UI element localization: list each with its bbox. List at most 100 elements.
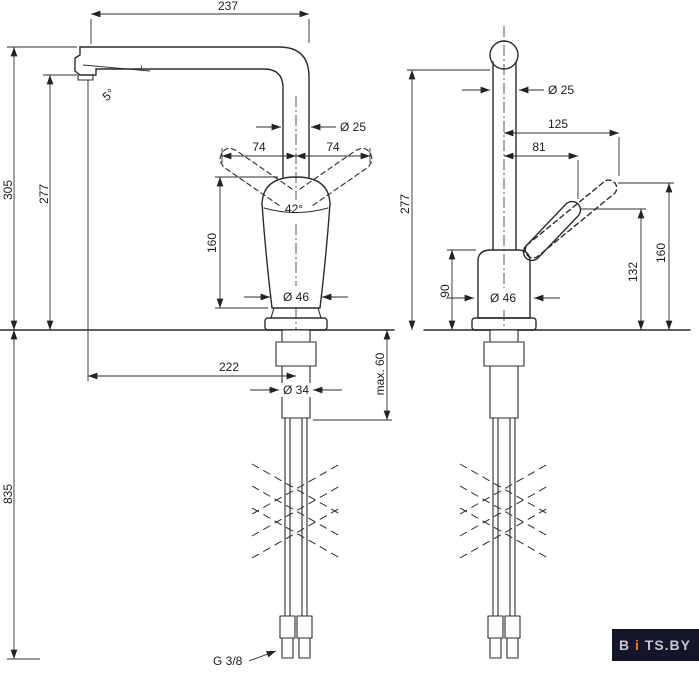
watermark-text: B i TS.BY <box>619 637 691 653</box>
handle-lever-solid <box>522 200 582 262</box>
connector-thread <box>298 637 311 659</box>
braid-line <box>459 507 549 559</box>
dim-label: Ø 46 <box>490 291 516 305</box>
handle-swing-right <box>299 147 373 207</box>
mounting-nut <box>275 341 317 367</box>
braid-line <box>251 485 341 537</box>
braid-line <box>459 463 549 515</box>
hose-braid-front <box>251 463 341 559</box>
dim-label: G 3/8 <box>213 654 243 668</box>
connector-bg <box>490 638 501 658</box>
dim-spout-reach-237: 237 <box>90 0 310 44</box>
watermark-background <box>612 629 699 661</box>
dim-label: Ø 25 <box>340 120 366 134</box>
dim-label: 132 <box>626 262 640 282</box>
dim-pipe-diameter-front: Ø 25 <box>256 120 366 134</box>
dim-label: 277 <box>37 184 51 204</box>
side-view: Ø 25 277 125 81 90 132 <box>398 26 691 659</box>
spout-tip <box>74 46 97 76</box>
dim-shank-diameter-34: Ø 34 <box>250 383 342 397</box>
dim-label: Ø 25 <box>548 83 574 97</box>
tip-angle-arc <box>140 65 142 71</box>
dim-label: Ø 34 <box>283 383 309 397</box>
connector-thread <box>281 637 294 659</box>
dim-label: 237 <box>218 0 238 13</box>
connector-bg <box>299 638 310 658</box>
dome-seam <box>263 207 329 213</box>
spout-inner-outline <box>95 68 284 178</box>
leader-line <box>248 650 277 662</box>
dim-body-diameter-front: Ø 46 <box>244 290 348 304</box>
handle-raised-dashed <box>524 179 618 259</box>
dim-label: 835 <box>1 484 15 504</box>
dim-height-277-front: 277 <box>37 74 77 330</box>
mounting-nut-side <box>483 341 525 367</box>
connector-thread <box>489 637 502 659</box>
dim-lever-height-132: 132 <box>581 208 646 330</box>
dim-label: 74 <box>252 140 266 154</box>
braid-line <box>251 485 341 537</box>
watermark-badge: B i TS.BY <box>612 629 699 661</box>
dim-body-height-90: 90 <box>438 249 476 330</box>
dim-height-277-side: 277 <box>398 69 490 330</box>
watermark-accent: i <box>635 637 640 653</box>
connector-bg <box>282 638 293 658</box>
dim-handle-zone-160: 160 <box>205 176 278 309</box>
braid-line <box>459 485 549 537</box>
braid-line <box>459 507 549 559</box>
label-backplate <box>280 383 312 397</box>
mounting-nut-bg <box>276 342 316 366</box>
braid-line <box>251 463 341 515</box>
dim-label: 74 <box>326 140 340 154</box>
dim-label-handle-angle: 42° <box>285 202 303 216</box>
dim-label: 90 <box>438 284 452 298</box>
dim-label: 160 <box>205 233 219 253</box>
front-view: 237 5° 305 277 Ø 25 74 74 42° <box>0 0 395 668</box>
body-base-transition <box>270 307 322 319</box>
dim-label: 125 <box>548 117 568 131</box>
dim-label: 160 <box>654 243 668 263</box>
dim-label: 277 <box>398 194 412 214</box>
mounting-nut-bg <box>484 342 524 366</box>
braid-line <box>251 507 341 559</box>
connector-bg <box>507 638 518 658</box>
connector-thread <box>506 637 519 659</box>
dim-height-305: 305 <box>1 46 77 330</box>
dim-label: 81 <box>532 140 546 154</box>
handle-dome <box>261 176 331 205</box>
connector-bg <box>488 616 503 638</box>
dim-mounting-depth-max60: max. 60 <box>313 330 392 421</box>
body-outline <box>261 203 331 309</box>
dim-label: max. 60 <box>373 352 387 395</box>
connector-bg <box>505 616 520 638</box>
dim-label: 222 <box>219 360 239 374</box>
dim-label: Ø 46 <box>283 290 309 304</box>
supply-hoses-front <box>284 417 308 617</box>
dim-body-diameter-side: Ø 46 <box>446 291 560 305</box>
shank-thread-side <box>489 329 519 419</box>
dim-label: 305 <box>1 180 15 200</box>
dim-offset-222: 222 <box>87 80 296 381</box>
dim-pipe-diameter-side: Ø 25 <box>462 83 574 97</box>
handle-swing-left <box>219 147 293 207</box>
hose-braid-side <box>459 463 549 559</box>
braid-line <box>251 507 341 559</box>
dim-connection-thread: G 3/8 <box>213 650 277 668</box>
connector-bg <box>297 616 312 638</box>
dim-swing-74-74: 74 74 <box>221 140 371 163</box>
tip-angle-line <box>82 64 151 72</box>
hose-connectors-front <box>279 615 313 659</box>
braid-line <box>251 463 341 515</box>
body-outline-side <box>477 249 531 319</box>
braid-line <box>459 485 549 537</box>
dim-reach-81: 81 <box>504 140 579 199</box>
braid-line <box>459 463 549 515</box>
watermark-prefix: B <box>619 637 630 653</box>
aerator <box>77 74 94 81</box>
dim-hose-length-835: 835 <box>1 330 40 660</box>
watermark-suffix: TS.BY <box>645 637 691 653</box>
spout-outline <box>79 46 310 178</box>
supply-hoses-side <box>492 417 516 617</box>
